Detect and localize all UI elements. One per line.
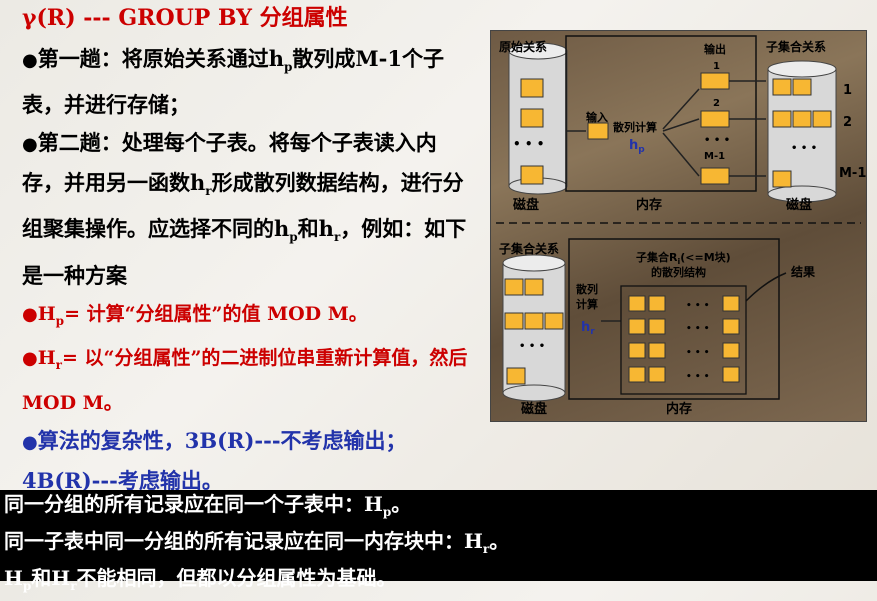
svg-text:hr: hr bbox=[581, 320, 595, 337]
bullet-list: ●第一趟：将原始关系通过hp散列成M-1个子表，并进行存储； ●第二趟：处理每个… bbox=[22, 40, 477, 500]
svg-text:散列: 散列 bbox=[576, 282, 598, 296]
svg-text:• • •: • • • bbox=[704, 135, 730, 146]
disk-original bbox=[508, 42, 568, 195]
svg-text:子集合Ri(<=M块): 子集合Ri(<=M块) bbox=[636, 250, 731, 266]
svg-text:2: 2 bbox=[713, 98, 720, 109]
bullet-hr: ●Hr= 以“分组属性”的二进制位串重新计算值，然后 MOD M。 bbox=[22, 347, 468, 415]
svg-text:• • •: • • • bbox=[686, 372, 710, 382]
disk-bottom bbox=[502, 254, 566, 402]
disk-subsets bbox=[767, 60, 837, 203]
bullet-2: ●第二趟：处理每个子表。将每个子表读入内存，并用另一函数hr形成散列数据结构，进… bbox=[22, 130, 467, 288]
svg-text:2: 2 bbox=[843, 115, 852, 130]
svg-text:• • •: • • • bbox=[519, 341, 545, 352]
svg-text:• • •: • • • bbox=[791, 143, 817, 154]
svg-text:输入: 输入 bbox=[586, 110, 608, 124]
svg-text:磁盘: 磁盘 bbox=[513, 197, 539, 213]
svg-text:原始关系: 原始关系 bbox=[499, 39, 547, 54]
svg-text:• • •: • • • bbox=[686, 324, 710, 334]
svg-text:1: 1 bbox=[713, 61, 720, 72]
bullet-hp: ●Hp= 计算“分组属性”的值 MOD M。 bbox=[22, 302, 368, 328]
svg-text:M-1: M-1 bbox=[839, 166, 866, 181]
svg-text:子集合关系: 子集合关系 bbox=[766, 39, 826, 54]
svg-text:计算: 计算 bbox=[576, 297, 598, 311]
footer-line-2: 同一子表中同一分组的所有记录应在同一内存块中：Hr。 bbox=[4, 529, 510, 556]
hash-diagram: 原始关系 • • • 磁盘 输入 散列计算 hp 输出 1 2 • • • M-… bbox=[490, 30, 867, 422]
svg-text:磁盘: 磁盘 bbox=[521, 401, 547, 417]
bullet-complexity: ●算法的复杂性，3B(R)---不考虑输出；4B(R)---考虑输出。 bbox=[22, 428, 407, 494]
svg-text:• • •: • • • bbox=[686, 348, 710, 358]
svg-text:• • •: • • • bbox=[513, 137, 544, 151]
svg-text:M-1: M-1 bbox=[704, 151, 725, 162]
slide-title: γ(R) --- GROUP BY 分组属性 bbox=[22, 5, 348, 31]
hash-structure-blocks bbox=[628, 295, 740, 383]
svg-text:内存: 内存 bbox=[636, 197, 662, 213]
svg-text:子集合关系: 子集合关系 bbox=[499, 241, 559, 256]
svg-text:1: 1 bbox=[843, 83, 852, 98]
summary-footer: 同一分组的所有记录应在同一个子表中：Hp。 同一子表中同一分组的所有记录应在同一… bbox=[0, 490, 877, 593]
svg-text:hp: hp bbox=[629, 138, 645, 155]
footer-line-3: Hp和Hr不能相同，但都以分组属性为基础。 bbox=[4, 566, 397, 593]
svg-text:输出: 输出 bbox=[704, 42, 726, 56]
svg-text:的散列结构: 的散列结构 bbox=[651, 265, 706, 279]
svg-text:内存: 内存 bbox=[666, 401, 692, 417]
svg-text:• • •: • • • bbox=[686, 301, 710, 311]
bullet-1: ●第一趟：将原始关系通过hp散列成M-1个子表，并进行存储； bbox=[22, 46, 444, 118]
svg-text:散列计算: 散列计算 bbox=[613, 120, 657, 134]
footer-line-1: 同一分组的所有记录应在同一个子表中：Hp。 bbox=[4, 492, 412, 519]
svg-text:磁盘: 磁盘 bbox=[786, 197, 812, 213]
svg-text:结果: 结果 bbox=[791, 264, 815, 279]
